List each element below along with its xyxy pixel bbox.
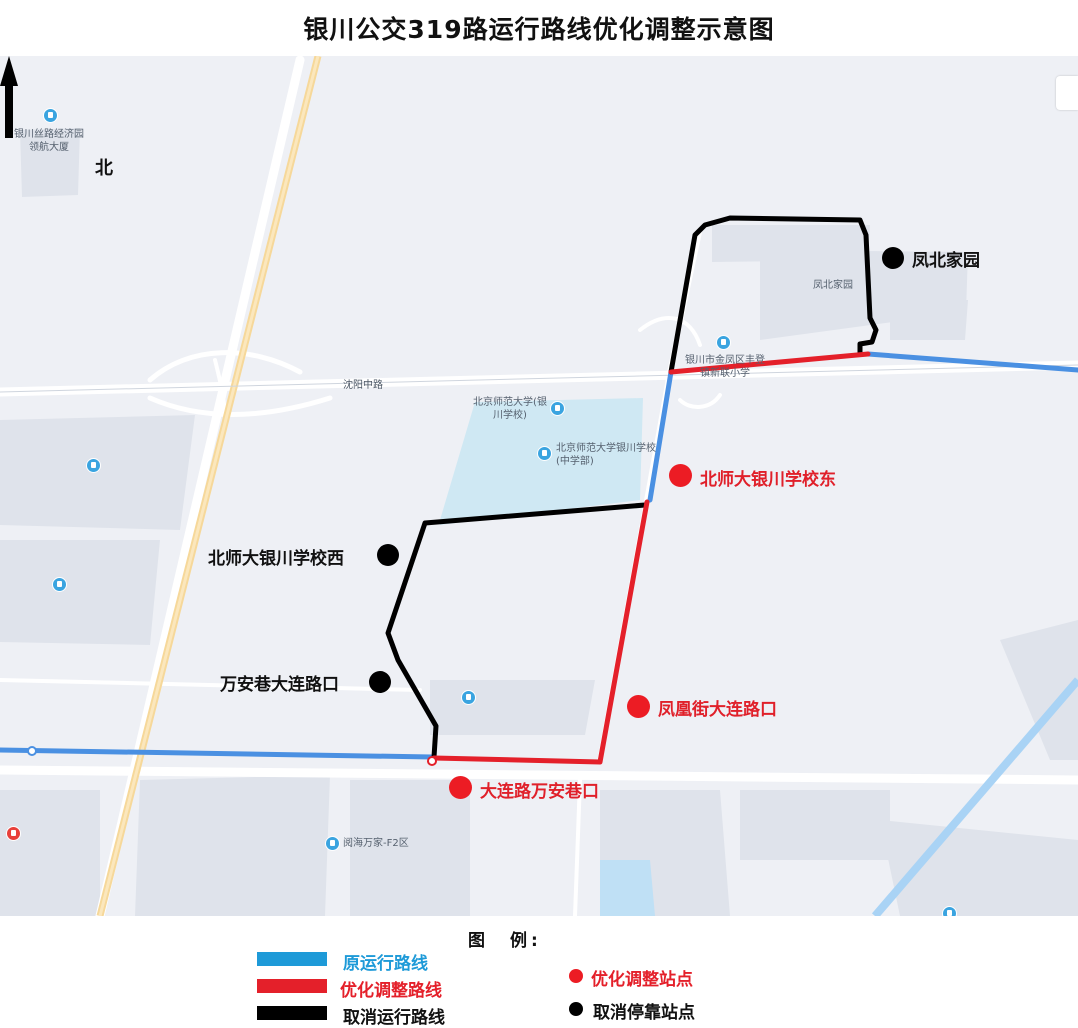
cancelled-stop-dot[interactable]: [369, 671, 391, 693]
poi-xinlian-school: 银川市金凤区丰登镇新联小学: [685, 355, 765, 379]
legend-cancelled-route: 取消运行路线: [343, 1008, 445, 1028]
original-route: [0, 351, 1078, 760]
poi-fengbei-map: 凤北家园: [813, 280, 853, 291]
poi-silk-road: 银川丝路经济园领航大厦: [14, 129, 84, 153]
building-icon: [942, 906, 957, 916]
legend-cancelled-stop: 取消停靠站点: [593, 1003, 695, 1023]
cancelled-stop-dot[interactable]: [882, 247, 904, 269]
legend-cancelled-stop-dot: [569, 1002, 583, 1016]
legend-optimized-route: 优化调整路线: [340, 981, 442, 1001]
building-icon: [43, 108, 58, 123]
adjusted-stop-dot[interactable]: [449, 776, 472, 799]
stop-bnu-school-east: 北师大银川学校东: [700, 470, 836, 490]
building-icon: [52, 577, 67, 592]
adjusted-stop-dot[interactable]: [669, 464, 692, 487]
map-canvas: [0, 56, 1078, 916]
north-label: 北: [95, 158, 113, 179]
poi-yuehai: 阅海万家-F2区: [343, 838, 409, 849]
building-icon: [461, 690, 476, 705]
cancelled-route: [385, 215, 879, 760]
cancelled-stop-dot[interactable]: [377, 544, 399, 566]
legend-adjusted-stop-dot: [569, 969, 583, 983]
building-icon: [325, 836, 340, 851]
map-zoom-control[interactable]: [1056, 76, 1078, 110]
marker-icon: [6, 826, 21, 841]
stop-fenghuang-dalian: 凤凰街大连路口: [658, 700, 777, 720]
stop-wanan-dalian: 万安巷大连路口: [220, 675, 339, 695]
building-icon: [86, 458, 101, 473]
legend-cancelled-swatch: [257, 1006, 327, 1020]
map-legend: 图 例: 原运行路线 优化调整路线 取消运行路线 优化调整站点 取消停靠站点: [0, 916, 1078, 1028]
map-title: 银川公交319路运行路线优化调整示意图: [303, 15, 775, 44]
legend-original-route: 原运行路线: [343, 954, 428, 974]
map-area[interactable]: 北 沈阳中路 银川丝路经济园领航大厦 凤北家园 银川市金凤区丰登镇新联小学 北京…: [0, 56, 1078, 916]
optimized-route: [431, 351, 871, 765]
north-arrow-icon: [0, 56, 18, 138]
legend-optimized-swatch: [257, 979, 327, 993]
adjusted-stop-dot[interactable]: [627, 695, 650, 718]
legend-optimized-stop: 优化调整站点: [591, 970, 693, 990]
poi-bnu-university: 北京师范大学(银川学校): [473, 397, 547, 421]
stop-fengbei-jiayuan: 凤北家园: [912, 251, 980, 271]
legend-title: 图 例:: [468, 931, 542, 951]
stop-dalian-wanan: 大连路万安巷口: [480, 782, 599, 802]
poi-bnu-middle: 北京师范大学银川学校(中学部): [556, 443, 656, 467]
stop-bnu-school-west: 北师大银川学校西: [208, 549, 344, 569]
school-icon: [716, 335, 731, 350]
road-label: 沈阳中路: [343, 380, 383, 391]
school-icon: [537, 446, 552, 461]
legend-original-swatch: [257, 952, 327, 966]
school-icon: [550, 401, 565, 416]
